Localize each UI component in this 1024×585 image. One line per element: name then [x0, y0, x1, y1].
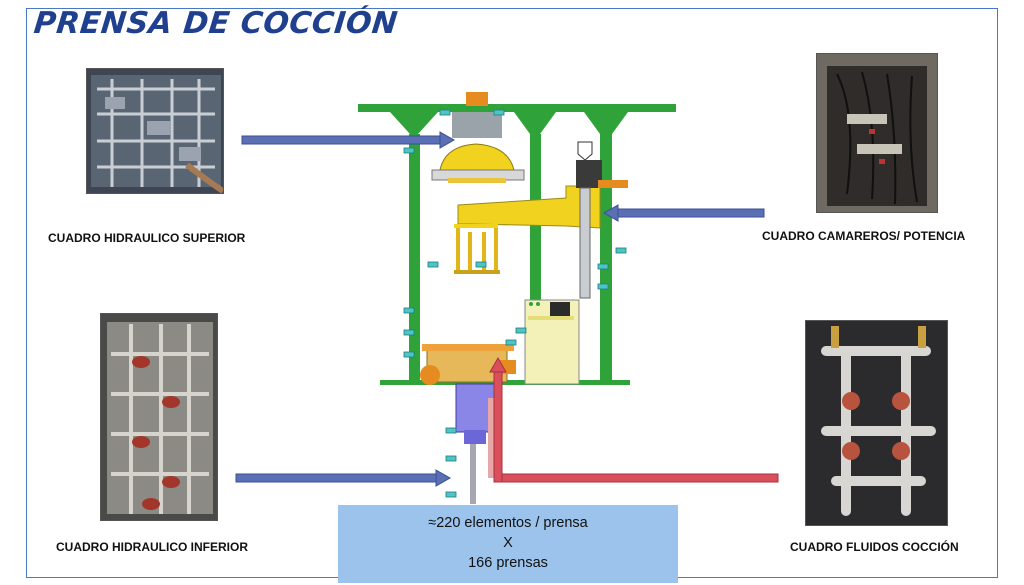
power-panel-photo: [816, 53, 938, 213]
top-beam: [358, 104, 676, 112]
label-lower-hydraulic-panel: CUADRO HIDRAULICO INFERIOR: [56, 540, 248, 554]
column-right: [600, 134, 612, 384]
summary-press-count: 166 prensas: [468, 555, 548, 571]
column-mid: [530, 134, 541, 384]
funnel-mid: [514, 112, 556, 134]
label-upper-hydraulic-panel: CUADRO HIDRAULICO SUPERIOR: [48, 231, 246, 245]
upper-mold: [439, 143, 515, 171]
lower-hydraulic-panel-photo: [100, 313, 218, 521]
column-left: [409, 134, 420, 384]
cooking-fluids-panel-photo: [805, 320, 948, 526]
arrow-upper-hydraulic: [241, 131, 456, 149]
label-power-panel: CUADRO CAMAREROS/ POTENCIA: [762, 229, 966, 243]
arrow-lower-hydraulic: [235, 469, 452, 487]
arrow-cooking-fluids: [489, 356, 779, 483]
loader-arm: [457, 185, 601, 229]
funnel-left: [390, 112, 438, 134]
summary-multiplier: X: [503, 535, 513, 551]
upper-hydraulic-panel-photo: [86, 68, 224, 194]
label-cooking-fluids-panel: CUADRO FLUIDOS COCCIÓN: [790, 540, 959, 554]
arrow-power-panel: [602, 204, 765, 222]
funnel-right: [584, 112, 628, 134]
summary-box: ≈220 elementos / prensa X 166 prensas: [338, 505, 678, 583]
summary-elements-per-press: ≈220 elementos / prensa: [428, 515, 588, 531]
